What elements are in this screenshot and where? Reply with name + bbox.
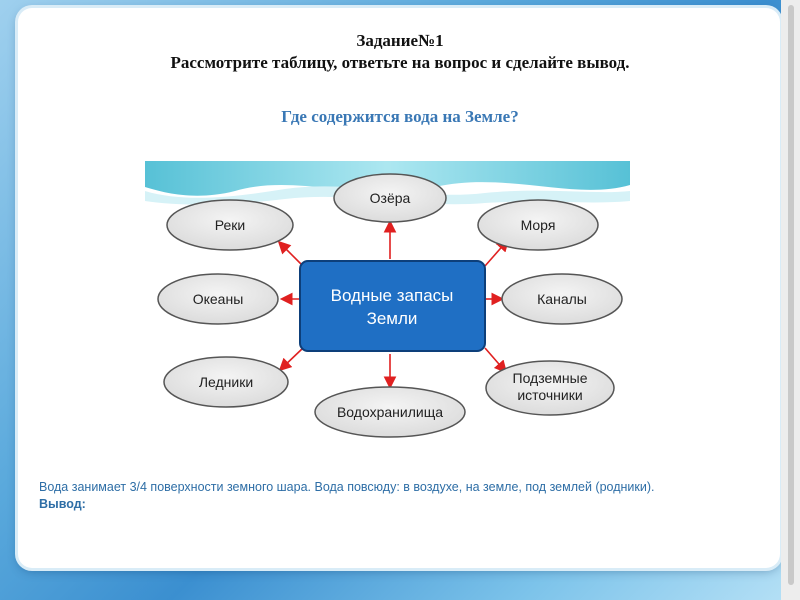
center-label-line2: Земли xyxy=(367,309,418,328)
footer-text-block: Вода занимает 3/4 поверхности земного ша… xyxy=(39,479,759,513)
node-oceans: Океаны xyxy=(193,291,244,307)
water-resources-diagram: Водные запасы Земли Озёра Реки Моря Океа… xyxy=(145,161,630,456)
scrollbar-thumb[interactable] xyxy=(788,5,794,585)
node-underground-line2: источники xyxy=(517,387,582,403)
node-reservoirs: Водохранилища xyxy=(337,404,443,420)
node-underground-line1: Подземные xyxy=(513,370,588,386)
node-rivers: Реки xyxy=(215,217,245,233)
node-canals: Каналы xyxy=(537,291,587,307)
vertical-scrollbar[interactable] xyxy=(781,0,800,600)
question-text: Где содержится вода на Земле? xyxy=(0,107,800,127)
node-glaciers: Ледники xyxy=(199,374,253,390)
node-lakes: Озёра xyxy=(370,190,411,206)
arrow-glaciers xyxy=(281,348,303,369)
task-title: Задание№1 xyxy=(0,31,800,51)
center-node xyxy=(300,261,485,351)
arrow-rivers xyxy=(280,243,303,266)
arrow-underground xyxy=(485,348,505,371)
conclusion-label: Вывод: xyxy=(39,496,759,513)
water-fact-text: Вода занимает 3/4 поверхности земного ша… xyxy=(39,479,759,496)
center-label-line1: Водные запасы xyxy=(331,286,454,305)
task-instruction: Рассмотрите таблицу, ответьте на вопрос … xyxy=(0,53,800,73)
node-seas: Моря xyxy=(521,217,556,233)
